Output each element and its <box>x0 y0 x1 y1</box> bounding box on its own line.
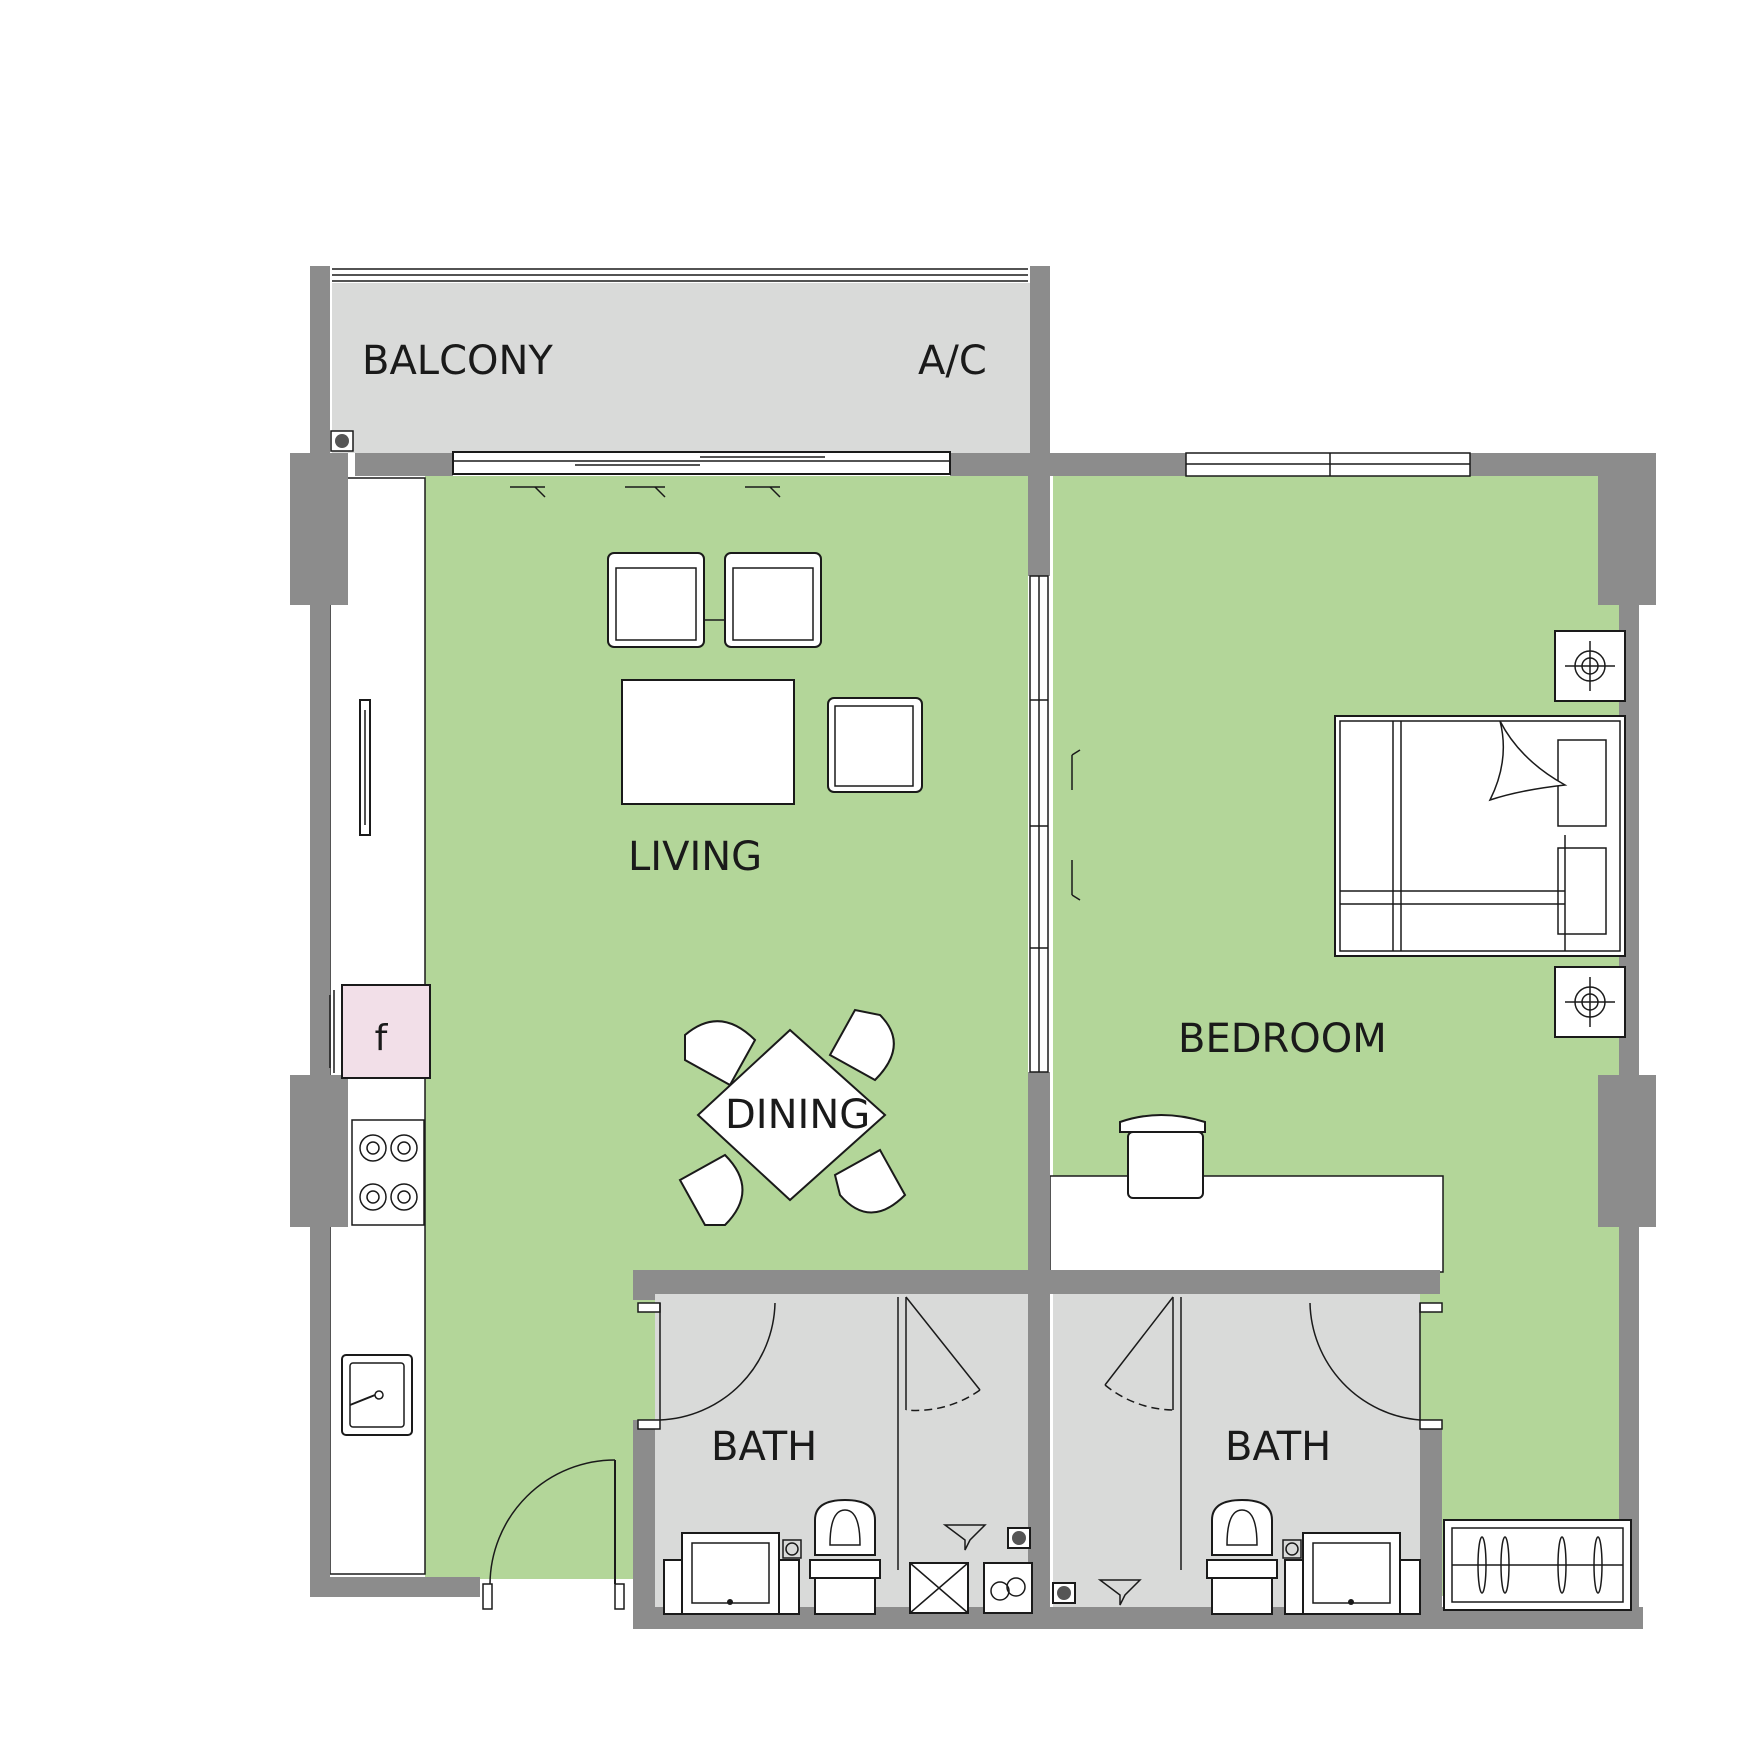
washbasin-icon <box>1282 1532 1421 1615</box>
wardrobe-icon <box>1443 1519 1632 1611</box>
lamp-icon <box>1554 966 1626 1038</box>
stove-icon <box>351 1119 425 1226</box>
ac-label: A/C <box>918 338 987 384</box>
balcony-label: BALCONY <box>362 338 553 384</box>
window-icon <box>1185 452 1471 477</box>
lamp-icon <box>1554 630 1626 702</box>
door-swing-icon <box>482 1459 625 1610</box>
toilet-icon <box>1206 1498 1278 1615</box>
dining-label: DINING <box>725 1092 870 1138</box>
fridge-icon <box>329 984 431 1079</box>
balcony-floor <box>332 283 1034 453</box>
sink-icon <box>341 1354 413 1436</box>
dining-chairs-icon <box>678 1008 907 1226</box>
desk-chair-icon <box>1119 1114 1206 1199</box>
partition-sliding-door-icon <box>1029 575 1081 1073</box>
dining-table-icon <box>696 1028 887 1202</box>
sofa-chair-icon <box>607 552 822 648</box>
door-swing-icon <box>1309 1302 1443 1430</box>
bath2-label: BATH <box>1225 1424 1331 1470</box>
bedroom-label: BEDROOM <box>1178 1016 1387 1062</box>
coffee-table-icon <box>621 679 795 805</box>
bed-icon <box>1334 715 1626 957</box>
bedroom-desk <box>1049 1175 1444 1273</box>
bath1-label: BATH <box>711 1424 817 1470</box>
armchair-icon <box>827 697 923 793</box>
washbasin-icon <box>663 1532 802 1615</box>
living-label: LIVING <box>628 834 762 880</box>
tv-icon <box>359 699 371 836</box>
balcony-railing <box>332 268 1028 282</box>
door-swing-icon <box>637 1302 776 1430</box>
shower-door-icon <box>897 1296 981 1570</box>
washing-machine-icon <box>983 1562 1033 1614</box>
floor-drain-icon <box>1052 1579 1142 1606</box>
sliding-door-icon <box>452 451 951 498</box>
shower-door-icon <box>1104 1296 1182 1570</box>
balcony-drain-icon <box>330 430 354 452</box>
toilet-icon <box>809 1498 881 1615</box>
shower-icon <box>909 1562 969 1614</box>
floor-drain-icon <box>942 1524 1031 1551</box>
fridge-label: f <box>375 1018 389 1059</box>
